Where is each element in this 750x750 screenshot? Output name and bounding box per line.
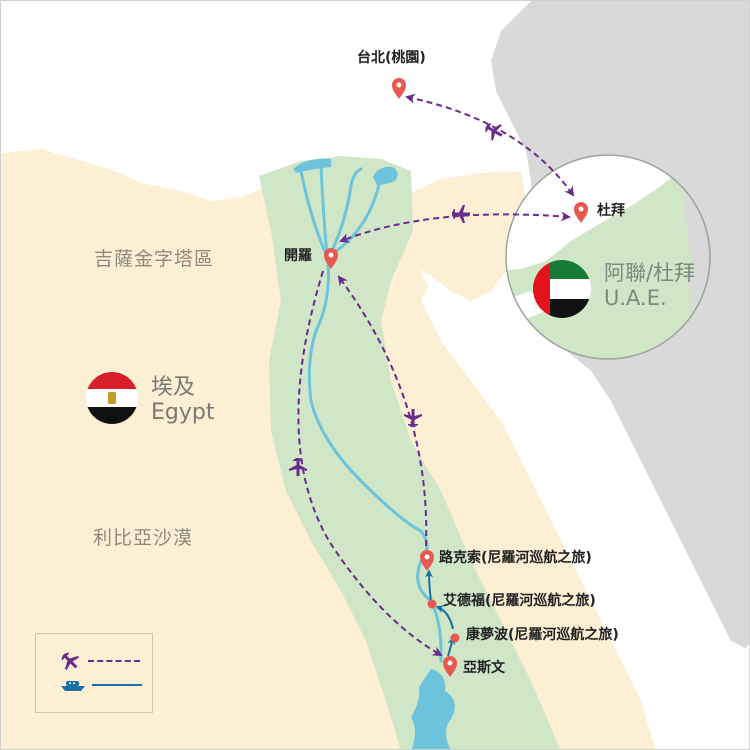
route-luxor-cairo — [337, 275, 428, 547]
pin-aswan — [443, 656, 457, 677]
country-label-egypt: 埃及 Egypt — [151, 375, 214, 426]
cruise-ship-icon — [61, 681, 85, 691]
route-komombo-edfu — [435, 605, 454, 630]
egypt-flag-icon — [86, 372, 138, 424]
region-label-libyan-desert: 利比亞沙漠 — [93, 527, 194, 549]
city-label-taipei: 台北(桃園) — [357, 50, 426, 66]
pin-edfu — [427, 599, 437, 609]
city-label-luxor: 路克索(尼羅河巡航之旅) — [439, 550, 592, 566]
map-legend — [35, 633, 153, 713]
legend-dashed-line — [88, 660, 140, 662]
legend-row-flight — [60, 652, 140, 670]
uae-flag-icon — [533, 260, 591, 318]
city-pins — [324, 78, 588, 677]
city-label-cairo: 開羅 — [284, 248, 312, 264]
route-dubai-cairo — [339, 211, 571, 243]
city-label-dubai: 杜拜 — [597, 203, 625, 219]
pin-kom-ombo — [450, 633, 460, 643]
suez-lake — [373, 166, 398, 185]
nile-valley — [259, 156, 561, 749]
legend-solid-line — [92, 684, 142, 686]
nile-delta-lake — [293, 158, 331, 173]
pin-dubai — [574, 202, 588, 223]
flight-routes — [297, 93, 575, 656]
city-label-edfu: 艾德福(尼羅河巡航之旅) — [443, 593, 596, 609]
nile-river — [299, 164, 443, 663]
red-sea — [419, 269, 749, 749]
egypt-name-en: Egypt — [151, 400, 215, 426]
pin-cairo — [324, 248, 338, 269]
route-edfu-luxor — [425, 569, 434, 602]
uae-name-zh: 阿聯/杜拜 — [604, 261, 696, 285]
route-cairo-aswan — [297, 270, 443, 656]
region-label-giza: 吉薩金字塔區 — [94, 248, 215, 270]
airplane-icon — [61, 652, 80, 670]
city-label-aswan: 亞斯文 — [463, 660, 505, 676]
egypt-name-zh: 埃及 — [151, 375, 196, 400]
pin-luxor — [420, 550, 434, 571]
inset-border — [505, 154, 711, 360]
pin-taipei — [392, 78, 406, 99]
country-label-uae: 阿聯/杜拜 U.A.E. — [604, 261, 695, 311]
lake-nasser — [411, 669, 455, 749]
route-taipei-dubai — [405, 93, 575, 197]
city-label-kom-ombo: 康夢波(尼羅河巡航之旅) — [466, 627, 619, 643]
route-airplane-icons — [289, 123, 503, 476]
legend-row-cruise — [60, 678, 142, 692]
uae-name-en: U.A.E. — [604, 286, 667, 311]
